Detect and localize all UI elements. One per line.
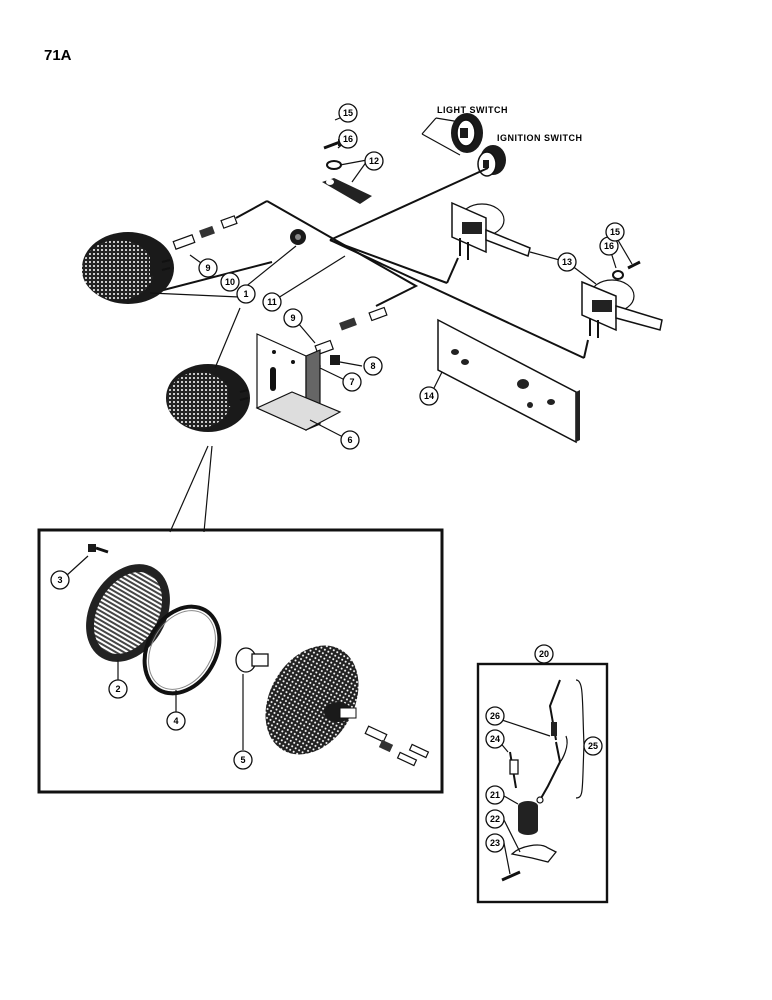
ignition-switch-icon [477,145,506,177]
flasher-wire-icon [536,679,568,804]
bulb-icon [235,647,269,673]
callout-5: 5 [233,750,253,770]
callout-11: 11 [262,292,282,312]
callout-13: 13 [557,252,577,272]
ignition-switch-label: IGNITION SWITCH [497,133,583,143]
svg-text:12: 12 [369,156,379,166]
svg-text:25: 25 [588,741,598,751]
svg-text:16: 16 [604,241,614,251]
flasher-bracket-icon [510,844,558,863]
page-number: 71A [44,47,72,64]
svg-text:3: 3 [57,575,62,585]
callout-8: 8 [363,356,383,376]
nut-icon [330,355,340,365]
svg-text:22: 22 [490,814,500,824]
inset-leader-lines [65,555,244,750]
flasher-screw-icon [501,870,521,882]
lockwasher-right-icon [612,270,624,280]
callout-21: 21 [485,785,505,805]
callout-6: 6 [340,430,360,450]
light-switch-icon [451,113,483,153]
lamp-bracket-icon [255,333,342,431]
callout-20: 20 [534,644,554,664]
screw-lens-icon [88,544,109,554]
callout-3: 3 [50,570,70,590]
svg-text:23: 23 [490,838,500,848]
svg-text:6: 6 [347,435,352,445]
detail-inset-frame [37,528,444,794]
callout-14: 14 [419,386,439,406]
resistor-icon [509,751,519,789]
callout-15-top: 15 [338,103,358,123]
grommet-icon [290,229,306,245]
flasher-leader-lines [497,719,551,875]
rear-lamp-upper-icon [82,232,174,304]
svg-text:7: 7 [349,377,354,387]
mounting-plate-icon [437,318,580,444]
svg-text:8: 8 [370,361,375,371]
bracket-25 [575,679,585,799]
clip-icon [322,178,372,204]
callout-1: 1 [236,284,256,304]
callout-23: 23 [485,833,505,853]
svg-text:10: 10 [225,277,235,287]
callout-4: 4 [166,711,186,731]
callout-2: 2 [108,679,128,699]
svg-text:9: 9 [205,263,210,273]
svg-text:9: 9 [290,313,295,323]
svg-text:5: 5 [240,755,245,765]
stop-switch-lower-icon [581,279,663,338]
svg-text:24: 24 [490,734,500,744]
gasket-icon [142,604,222,696]
callout-25: 25 [583,736,603,756]
svg-text:4: 4 [173,716,178,726]
flasher-kit-frame [476,662,609,904]
svg-text:1: 1 [243,289,248,299]
callout-16-top: 16 [338,129,358,149]
callout-9-upper: 9 [198,258,218,278]
connector-upper-icon [172,215,238,250]
socket-wires-icon [364,725,430,767]
svg-text:15: 15 [343,108,353,118]
light-switch-label: LIGHT SWITCH [437,105,508,115]
callout-26: 26 [485,706,505,726]
callout-24: 24 [485,729,505,749]
svg-text:2: 2 [115,684,120,694]
svg-text:14: 14 [424,391,434,401]
svg-text:13: 13 [562,257,572,267]
callout-7: 7 [342,372,362,392]
svg-text:21: 21 [490,790,500,800]
svg-text:26: 26 [490,711,500,721]
svg-text:11: 11 [267,297,277,307]
lamp-housing-icon [265,645,359,755]
callout-9-lower: 9 [283,308,303,328]
svg-text:15: 15 [610,227,620,237]
callout-10: 10 [220,272,240,292]
stop-switch-upper-icon [451,201,531,260]
screw-right-icon [627,260,641,270]
lockwasher-top-icon [326,160,342,170]
connector-lower-icon [314,306,388,356]
wiring-harness [147,167,589,359]
svg-text:20: 20 [539,649,549,659]
leader-lines [149,114,633,533]
rear-lamp-lower-icon [166,364,250,432]
callout-12: 12 [364,151,384,171]
callout-15-right: 15 [605,222,625,242]
callout-22: 22 [485,809,505,829]
svg-text:16: 16 [343,134,353,144]
flasher-unit-icon [518,801,538,835]
